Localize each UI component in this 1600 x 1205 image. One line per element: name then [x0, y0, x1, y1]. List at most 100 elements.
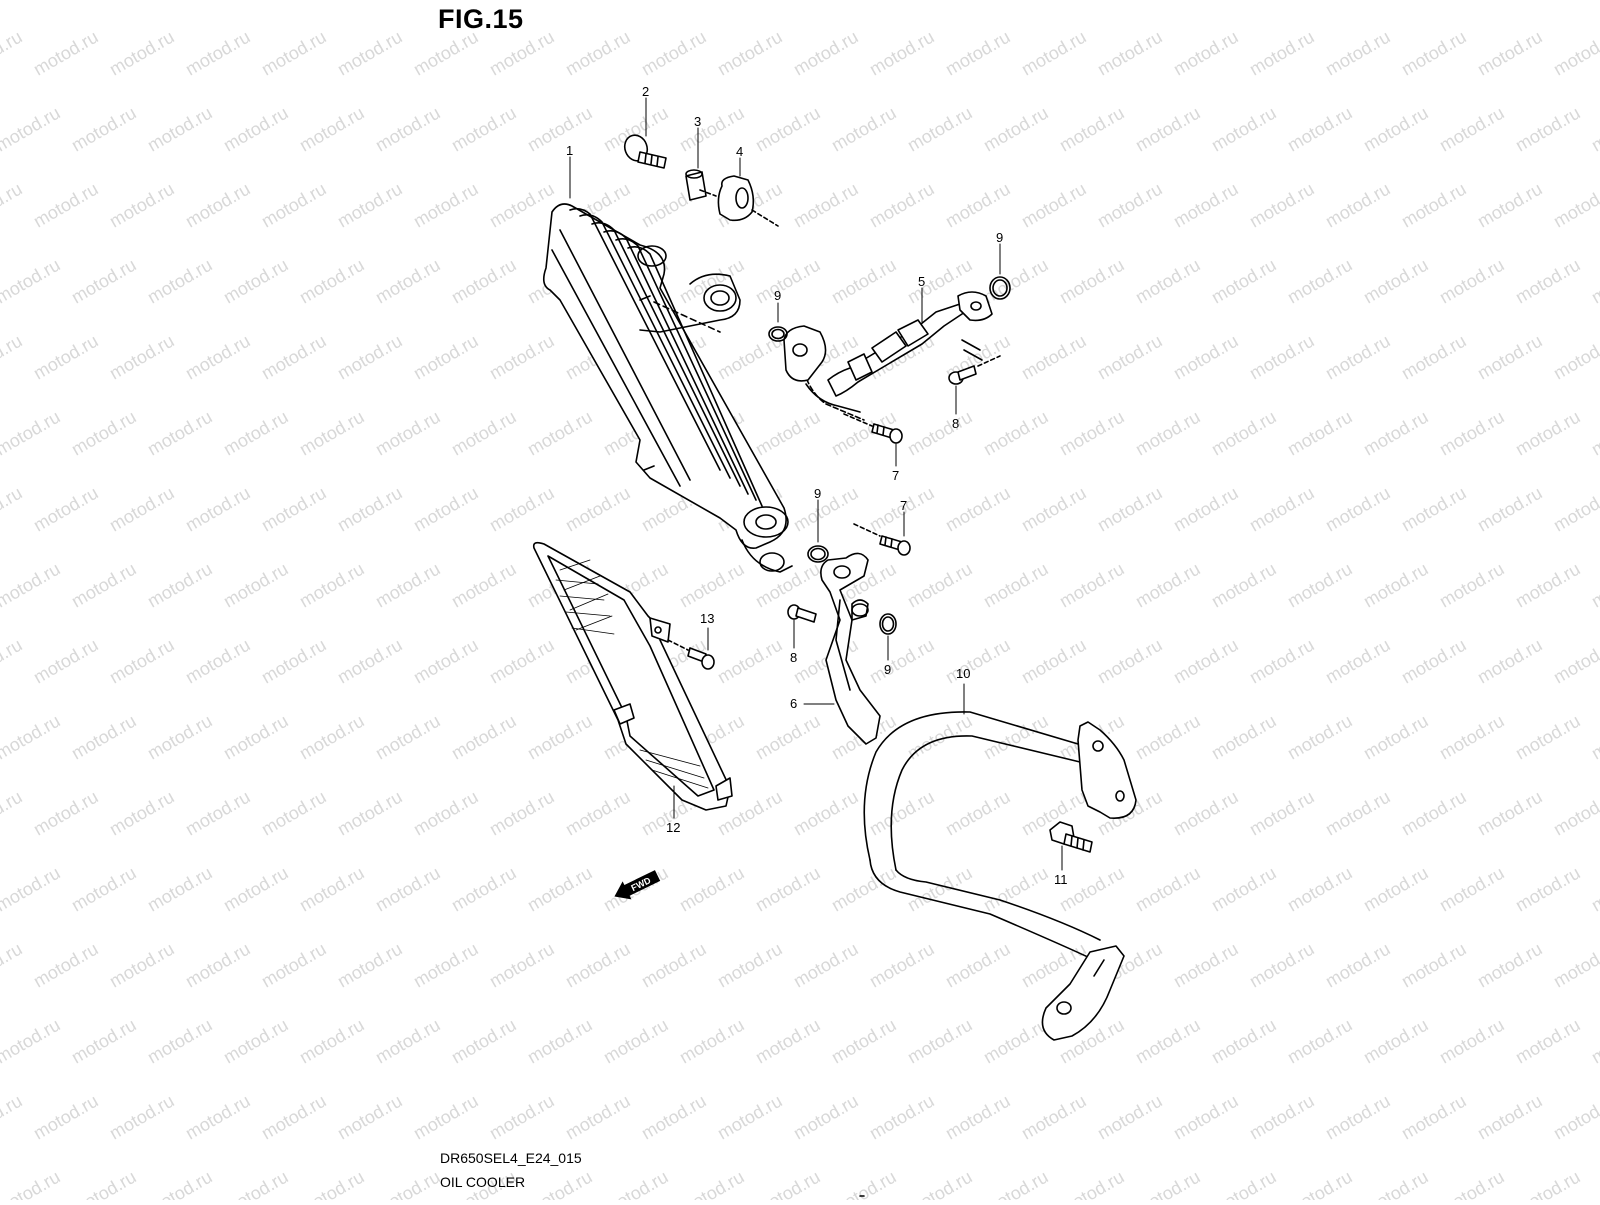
- watermark-text: motod.ru: [1170, 331, 1242, 384]
- watermark-text: motod.ru: [1398, 1091, 1470, 1144]
- watermark-text: motod.ru: [1246, 1091, 1318, 1144]
- watermark-text: motod.ru: [334, 331, 406, 384]
- watermark-text: motod.ru: [942, 787, 1014, 840]
- watermark-text: motod.ru: [1512, 255, 1584, 308]
- watermark-text: motod.ru: [1170, 1091, 1242, 1144]
- watermark-text: motod.ru: [68, 255, 140, 308]
- watermark-text: motod.ru: [1208, 711, 1280, 764]
- watermark-text: motod.ru: [1474, 635, 1546, 688]
- watermark-text: motod.ru: [334, 939, 406, 992]
- callout-9-a: 9: [774, 288, 781, 303]
- watermark-text: motod.ru: [182, 483, 254, 536]
- watermark-text: motod.ru: [106, 939, 178, 992]
- watermark-text: motod.ru: [942, 27, 1014, 80]
- watermark-text: motod.ru: [296, 0, 368, 3]
- part-5-oil-hose: [799, 291, 993, 421]
- watermark-text: motod.ru: [600, 0, 672, 3]
- callout-7-upper: 7: [892, 468, 899, 483]
- watermark-text: motod.ru: [1094, 331, 1166, 384]
- watermark-text: motod.ru: [1398, 483, 1470, 536]
- watermark-text: motod.ru: [1246, 27, 1318, 80]
- watermark-text: motod.ru: [296, 1015, 368, 1068]
- watermark-text: motod.ru: [1436, 407, 1508, 460]
- watermark-text: motod.ru: [182, 635, 254, 688]
- watermark-text: motod.ru: [1588, 863, 1600, 916]
- watermark-text: motod.ru: [182, 787, 254, 840]
- watermark-text: motod.ru: [904, 1167, 976, 1200]
- watermark-text: motod.ru: [372, 255, 444, 308]
- watermark-text: motod.ru: [980, 863, 1052, 916]
- watermark-text: motod.ru: [942, 179, 1014, 232]
- callout-9-d: 9: [884, 662, 891, 677]
- watermark-text: motod.ru: [106, 331, 178, 384]
- watermark-text: motod.ru: [258, 1091, 330, 1144]
- hose-flange: [783, 325, 861, 413]
- watermark-text: motod.ru: [144, 863, 216, 916]
- watermark-text: motod.ru: [1284, 407, 1356, 460]
- watermark-text: motod.ru: [410, 483, 482, 536]
- watermark-text: motod.ru: [562, 483, 634, 536]
- watermark-text: motod.ru: [980, 255, 1052, 308]
- watermark-text: motod.ru: [106, 179, 178, 232]
- watermark-text: motod.ru: [676, 1167, 748, 1200]
- watermark-text: motod.ru: [1208, 407, 1280, 460]
- watermark-text: motod.ru: [144, 255, 216, 308]
- watermark-text: motod.ru: [1208, 103, 1280, 156]
- watermark-text: motod.ru: [1018, 179, 1090, 232]
- watermark-text: motod.ru: [1398, 27, 1470, 80]
- watermark-text: motod.ru: [1474, 939, 1546, 992]
- part-10-bracket: [859, 711, 1137, 1197]
- watermark-text: motod.ru: [828, 1167, 900, 1200]
- watermark-text: motod.ru: [486, 483, 558, 536]
- part-9-o-ring-c: [807, 545, 829, 563]
- part-8-bolt-b: [787, 604, 817, 623]
- watermark-text: motod.ru: [410, 179, 482, 232]
- watermark-text: motod.ru: [1056, 407, 1128, 460]
- watermark-text: motod.ru: [144, 1015, 216, 1068]
- watermark-text: motod.ru: [1436, 863, 1508, 916]
- watermark-text: motod.ru: [638, 27, 710, 80]
- watermark-text: motod.ru: [334, 635, 406, 688]
- watermark-text: motod.ru: [220, 711, 292, 764]
- watermark-text: motod.ru: [448, 559, 520, 612]
- callout-12: 12: [666, 820, 680, 835]
- watermark-text: motod.ru: [334, 179, 406, 232]
- figure-name: OIL COOLER: [440, 1174, 526, 1190]
- watermark-text: motod.ru: [1512, 711, 1584, 764]
- watermark-text: motod.ru: [904, 103, 976, 156]
- watermark-text: motod.ru: [942, 483, 1014, 536]
- watermark-text: motod.ru: [334, 483, 406, 536]
- watermark-text: motod.ru: [1132, 255, 1204, 308]
- watermark-text: motod.ru: [676, 863, 748, 916]
- watermark-text: motod.ru: [1588, 255, 1600, 308]
- watermark-text: motod.ru: [904, 559, 976, 612]
- watermark-text: motod.ru: [1208, 0, 1280, 3]
- watermark-text: motod.ru: [1360, 407, 1432, 460]
- watermark-text: motod.ru: [448, 863, 520, 916]
- watermark-text: motod.ru: [524, 1167, 596, 1200]
- watermark-text: motod.ru: [790, 179, 862, 232]
- watermark-text: motod.ru: [1094, 27, 1166, 80]
- callout-10: 10: [956, 666, 970, 681]
- part-7-bolt-b: [853, 523, 911, 556]
- watermark-text: motod.ru: [1512, 863, 1584, 916]
- watermark-text: motod.ru: [1588, 0, 1600, 3]
- watermark-text: motod.ru: [1018, 635, 1090, 688]
- watermark-text: motod.ru: [1436, 1167, 1508, 1200]
- watermark-text: motod.ru: [828, 863, 900, 916]
- watermark-text: motod.ru: [524, 1015, 596, 1068]
- watermark-text: motod.ru: [1284, 1015, 1356, 1068]
- watermark-text: motod.ru: [1588, 407, 1600, 460]
- watermark-text: motod.ru: [1322, 1091, 1394, 1144]
- watermark-text: motod.ru: [182, 939, 254, 992]
- watermark-text: motod.ru: [1094, 635, 1166, 688]
- watermark-text: motod.ru: [0, 103, 64, 156]
- watermark-text: motod.ru: [1512, 407, 1584, 460]
- watermark-text: motod.ru: [1284, 255, 1356, 308]
- watermark-text: motod.ru: [258, 179, 330, 232]
- watermark-text: motod.ru: [1512, 559, 1584, 612]
- watermark-text: motod.ru: [0, 939, 26, 992]
- watermark-text: motod.ru: [410, 1091, 482, 1144]
- watermark-text: motod.ru: [0, 635, 26, 688]
- watermark-text: motod.ru: [296, 711, 368, 764]
